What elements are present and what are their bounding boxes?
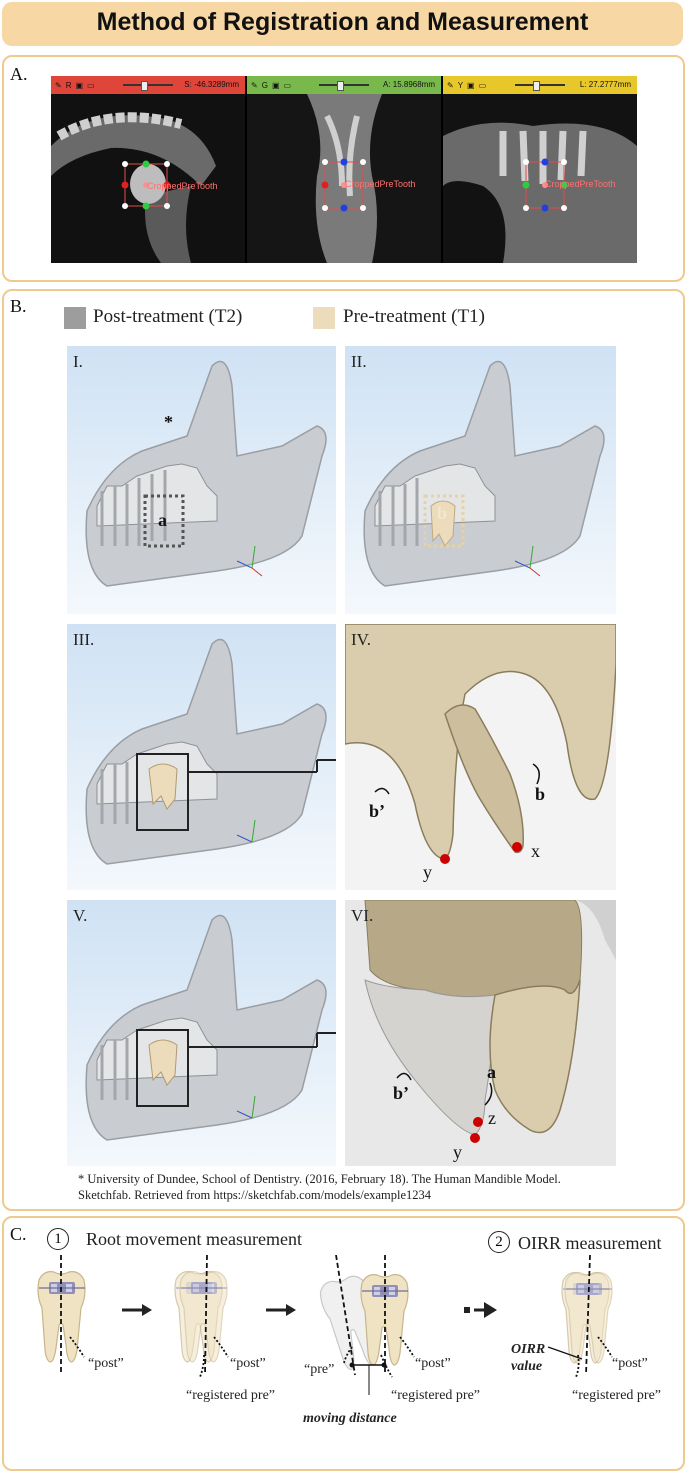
panel-iv-image: IV. b b’ x y xyxy=(345,624,616,890)
label-x: x xyxy=(531,841,540,861)
star-marker: * xyxy=(164,412,173,432)
slice-value: A: 15.8968mm xyxy=(382,80,435,89)
box-label-b: b xyxy=(437,503,448,523)
slice-slider[interactable] xyxy=(319,81,369,91)
section-b-label: B. xyxy=(10,296,27,316)
label-post-3: “post” xyxy=(415,1356,451,1371)
legend-label-pre: Pre-treatment (T1) xyxy=(343,306,485,327)
section-c-label: C. xyxy=(10,1224,27,1244)
step1-title: Root movement measurement xyxy=(86,1229,302,1249)
panel-ii-image: II. b xyxy=(345,346,616,614)
mandible-illustration xyxy=(85,638,336,865)
roi-label: CroppedPreTooth xyxy=(545,179,616,189)
panel-vi-image: VI. a b’ z y xyxy=(345,900,616,1166)
title-bar xyxy=(2,2,683,46)
label-registered-pre-4: “registered pre” xyxy=(572,1388,661,1403)
view-letter: Y xyxy=(457,80,464,90)
panel-numeral: IV. xyxy=(351,630,371,649)
roi-label: CroppedPreTooth xyxy=(345,179,416,189)
panel-v-image: V. xyxy=(67,900,336,1166)
ct-viewer: ✎ R ▣ ▭ S: -46.3289mm CroppedPreTooth ✎ … xyxy=(51,76,637,263)
label-post-4: “post” xyxy=(612,1356,648,1371)
panel-i-image: I. * a xyxy=(67,346,336,614)
label-b-prime: b’ xyxy=(393,1083,410,1103)
legend-label-post: Post-treatment (T2) xyxy=(93,306,243,327)
view-letter: G xyxy=(261,80,268,90)
ct-sagittal-image xyxy=(443,94,637,263)
label-registered-pre-2: “registered pre” xyxy=(186,1388,275,1403)
link-icon[interactable]: ▣ xyxy=(271,80,280,90)
ct-sagittal-toolbar[interactable]: ✎ Y ▣ ▭ L: 27.2777mm xyxy=(443,76,637,94)
panel-numeral: VI. xyxy=(351,906,374,925)
ct-coronal-toolbar[interactable]: ✎ G ▣ ▭ A: 15.8968mm xyxy=(247,76,441,94)
label-post-2: “post” xyxy=(230,1356,266,1371)
window-icon[interactable]: ▭ xyxy=(478,80,487,90)
step1-number: 1 xyxy=(47,1228,69,1250)
step2-number: 2 xyxy=(488,1231,510,1253)
panel-iii-image: III. xyxy=(67,624,336,890)
tooth-closeup xyxy=(345,624,616,864)
label-moving-distance: moving distance xyxy=(303,1411,397,1426)
panel-numeral: V. xyxy=(73,906,88,925)
label-b: b xyxy=(535,784,546,804)
pin-icon[interactable]: ✎ xyxy=(55,80,62,90)
label-b-prime: b’ xyxy=(369,801,386,821)
view-letter: R xyxy=(65,80,72,90)
ct-coronal-view[interactable]: ✎ G ▣ ▭ A: 15.8968mm CroppedPreTooth xyxy=(247,76,441,263)
ct-sagittal-view[interactable]: ✎ Y ▣ ▭ L: 27.2777mm CroppedPreTooth xyxy=(443,76,637,263)
pin-icon[interactable]: ✎ xyxy=(447,80,454,90)
box-label-a: a xyxy=(158,510,167,530)
page-title: Method of Registration and Measurement xyxy=(96,8,589,36)
window-icon[interactable]: ▭ xyxy=(87,80,95,90)
label-registered-pre-3: “registered pre” xyxy=(391,1388,480,1403)
label-a: a xyxy=(487,1062,496,1082)
mandible-illustration xyxy=(363,360,605,587)
legend-swatch-pre xyxy=(313,307,335,329)
label-y: y xyxy=(423,862,432,882)
ct-axial-view[interactable]: ✎ R ▣ ▭ S: -46.3289mm CroppedPreTooth xyxy=(51,76,245,263)
slice-slider[interactable] xyxy=(515,81,565,91)
pin-icon[interactable]: ✎ xyxy=(251,80,258,90)
label-y: y xyxy=(453,1142,462,1162)
link-icon[interactable]: ▣ xyxy=(75,80,84,90)
label-oirr: OIRR xyxy=(511,1342,546,1357)
ct-axial-image xyxy=(51,94,245,263)
label-oirr-value: value xyxy=(511,1359,543,1374)
slice-value: S: -46.3289mm xyxy=(184,80,239,89)
label-post-1: “post” xyxy=(88,1356,124,1371)
panel-numeral: II. xyxy=(351,352,367,371)
slice-value: L: 27.2777mm xyxy=(579,80,631,89)
label-pre-3: “pre” xyxy=(304,1362,335,1377)
reference-line-2: Sketchfab. Retrieved from https://sketch… xyxy=(78,1188,432,1202)
roi-label: CroppedPreTooth xyxy=(147,181,218,191)
tooth-closeup xyxy=(345,900,616,1143)
tooth-diagrams xyxy=(37,1255,613,1395)
mandible-illustration xyxy=(85,360,327,587)
link-icon[interactable]: ▣ xyxy=(467,80,475,90)
label-z: z xyxy=(488,1108,496,1128)
slice-slider[interactable] xyxy=(123,81,173,91)
section-a-label: A. xyxy=(10,64,28,84)
step2-title: OIRR measurement xyxy=(518,1233,662,1253)
reference-line-1: * University of Dundee, School of Dentis… xyxy=(78,1172,561,1186)
mandible-illustration xyxy=(85,914,336,1141)
panel-numeral: III. xyxy=(73,630,95,649)
ct-axial-toolbar[interactable]: ✎ R ▣ ▭ S: -46.3289mm xyxy=(51,76,245,94)
legend-swatch-post xyxy=(64,307,86,329)
ct-coronal-image xyxy=(247,94,441,263)
window-icon[interactable]: ▭ xyxy=(283,80,292,90)
panel-numeral: I. xyxy=(73,352,83,371)
